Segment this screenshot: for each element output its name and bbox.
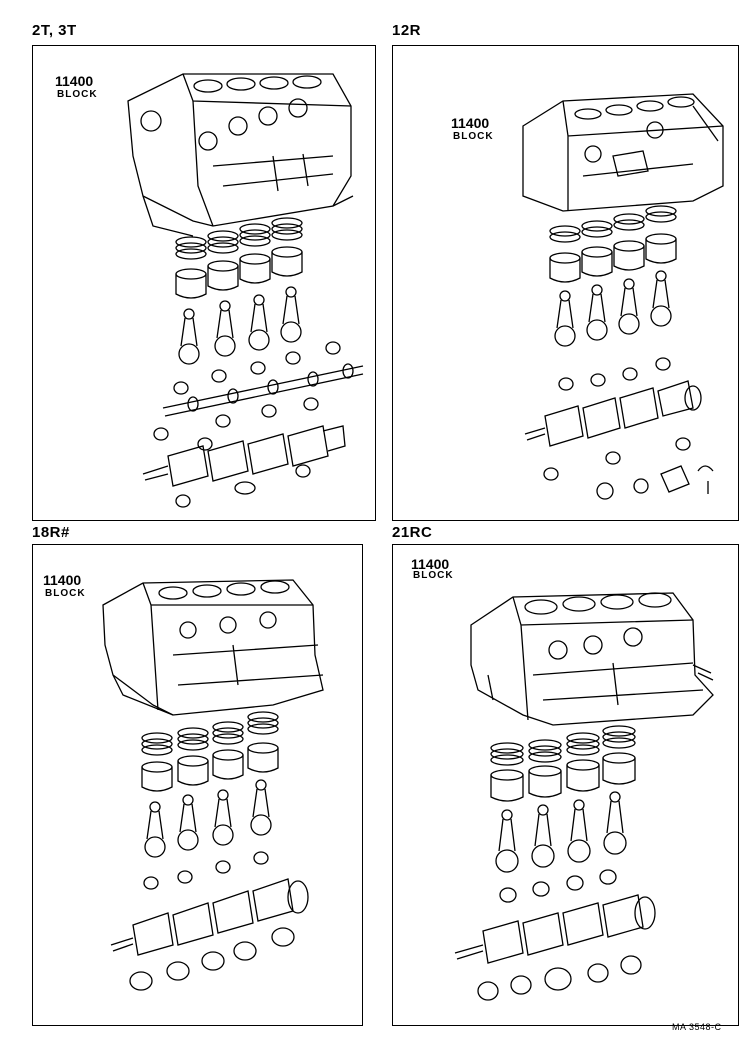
part-number-21rc: 11400 [411,556,450,572]
crankshaft [454,894,656,964]
main-bearings [153,341,341,508]
pistons [141,742,279,792]
piston-rings [549,205,677,243]
cylinder-block-illustration [102,579,324,716]
part-name-18r: BLOCK [45,588,86,599]
engine-parts-drawing-2t-3t [127,73,364,508]
diagram-panel-21rc: 11400 BLOCK [392,544,739,1026]
piston-rings [141,711,279,756]
part-number-12r: 11400 [451,115,490,131]
engine-label-12r: 12R [392,22,422,39]
cylinder-block-illustration [470,592,714,726]
connecting-rods [178,286,302,365]
diagram-panel-2t-3t: 11400 BLOCK [32,45,376,521]
camshaft [162,363,364,417]
pistons [549,233,677,283]
part-name-2t-3t: BLOCK [57,89,98,100]
connecting-rods [144,779,272,858]
part-number-18r: 11400 [43,572,82,588]
main-bearings [543,357,691,481]
cylinder-block-illustration [127,73,354,237]
part-name-21rc: BLOCK [413,570,454,581]
part-name-12r: BLOCK [453,131,494,142]
figure-reference: MA 3548-C [672,1022,722,1032]
diagram-panel-18r: 11400 BLOCK [32,544,363,1026]
engine-parts-drawing-18r [102,579,324,991]
engine-label-2t-3t: 2T, 3T [32,22,77,39]
engine-parts-drawing-21rc [454,592,714,1001]
piston-rings [490,725,636,766]
engine-label-18r: 18R# [32,524,70,541]
main-bearings [477,869,642,1001]
pistons [490,752,636,802]
cylinder-block-illustration [522,93,724,212]
main-bearings [129,851,295,991]
connecting-rods [495,791,627,873]
engine-label-21rc: 21RC [392,524,433,541]
crankshaft [142,425,346,495]
thrust-washers [596,465,714,500]
piston-rings [175,217,303,260]
pistons [175,246,303,299]
engine-parts-drawing-12r [522,93,724,500]
connecting-rods [554,270,672,347]
crankshaft [110,878,309,956]
diagram-panel-12r: 11400 BLOCK [392,45,739,521]
part-number-2t-3t: 11400 [55,73,94,89]
crankshaft [524,380,702,447]
